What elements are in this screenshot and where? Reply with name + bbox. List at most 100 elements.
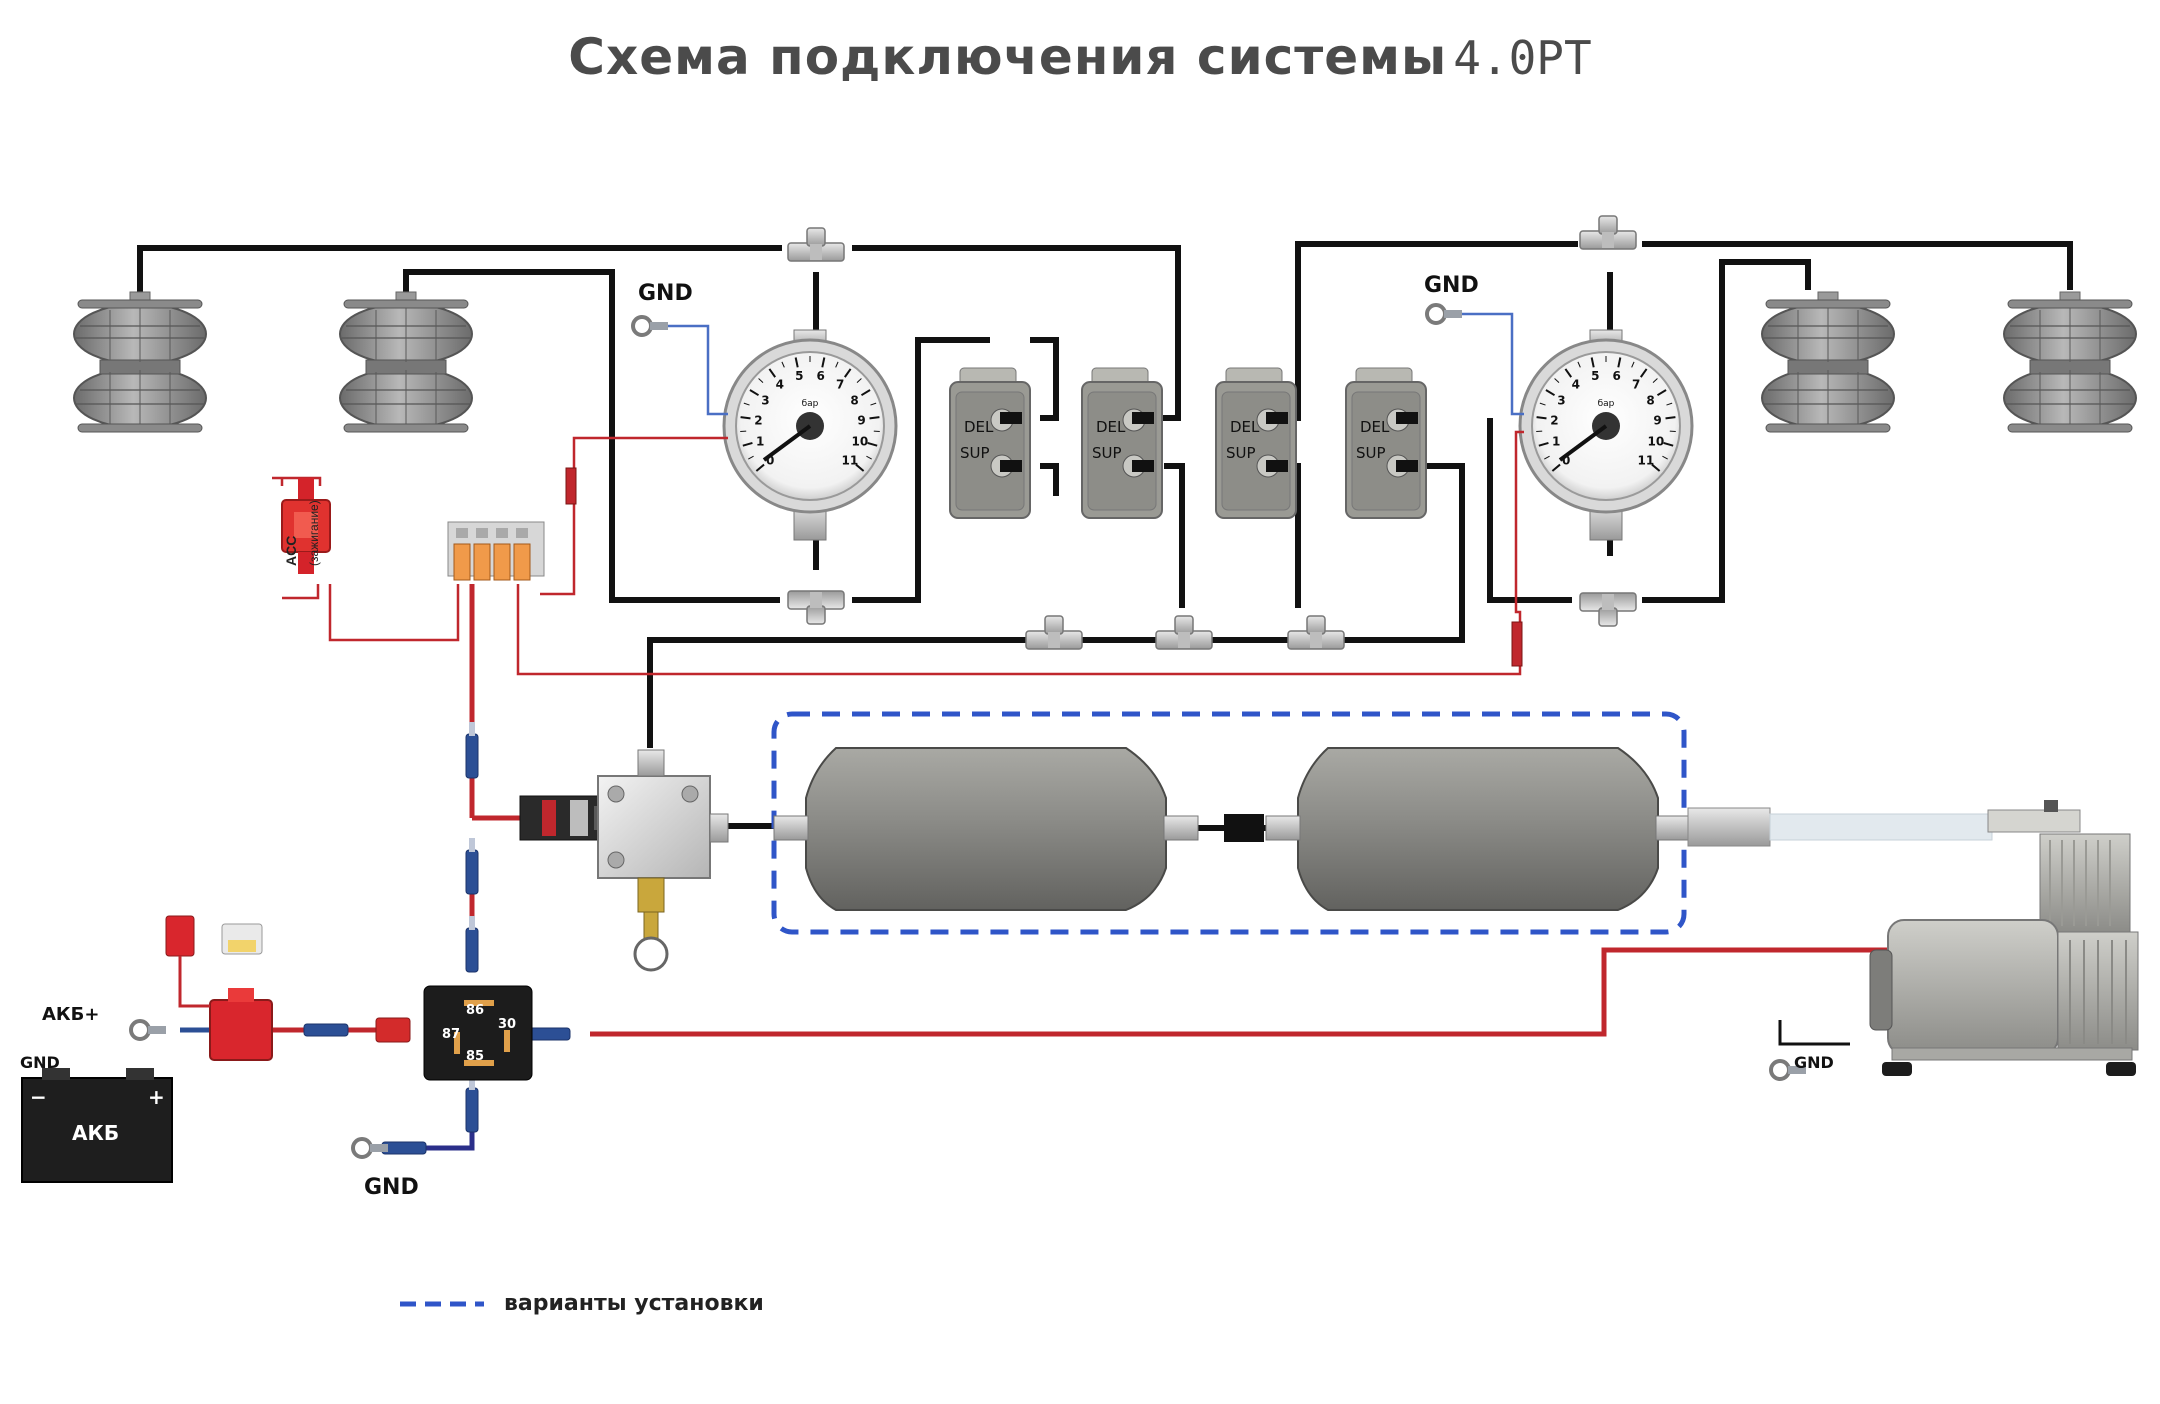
gauge-numeral: 10 — [852, 435, 869, 449]
acc-wire — [272, 476, 460, 642]
gauge-left-light-wire — [540, 436, 728, 596]
gauge-numeral: 0 — [766, 453, 774, 467]
relay-to-compressor-wire — [590, 947, 1888, 1037]
gauge-unit: бар — [802, 399, 819, 409]
tee-fitting — [1025, 615, 1083, 650]
compressor-ground-wire — [1778, 1020, 1850, 1046]
air-line-right-inner — [1642, 259, 1811, 603]
manifold-block — [597, 749, 729, 972]
gnd-label-compressor: GND — [1794, 1053, 1834, 1072]
battery — [21, 1068, 173, 1183]
air-bag-rear-left — [339, 291, 473, 433]
gauge-tick — [869, 416, 880, 420]
gnd-label-battery: GND — [20, 1053, 60, 1072]
battery-label: АКБ — [72, 1121, 119, 1145]
relay-pin-30: 30 — [498, 1017, 516, 1032]
gauge-numeral: 0 — [1562, 453, 1570, 467]
compressor — [1869, 800, 2139, 1076]
gauge-numeral: 7 — [836, 378, 844, 392]
red-connector — [375, 1017, 411, 1043]
gauge-numeral: 11 — [841, 453, 858, 467]
gauge-numeral: 8 — [850, 393, 858, 407]
battery-plus-label: АКБ+ — [42, 1004, 99, 1025]
air-line-valve1-bottom — [1040, 463, 1059, 496]
inline-fuse-right — [1511, 621, 1523, 667]
air-line-valve1-top — [1030, 337, 1059, 421]
battery-minus-sign: − — [30, 1085, 47, 1109]
gauge-numeral: 1 — [756, 435, 764, 449]
gauge-tick — [1538, 441, 1549, 447]
gauge-tick — [1663, 441, 1674, 447]
gauge-numeral: 7 — [1632, 378, 1640, 392]
relay-pin-85: 85 — [466, 1049, 484, 1064]
tee-fitting — [787, 590, 845, 625]
gauge-numeral: 2 — [754, 413, 762, 427]
blue-connector — [303, 1023, 349, 1037]
gnd-label-relay: GND — [364, 1175, 419, 1200]
gauge-tick — [843, 368, 852, 378]
gauge-tick — [855, 463, 865, 472]
acc-fuse-holder — [281, 478, 331, 574]
gauge-tick — [1536, 416, 1547, 420]
gauge-tick — [758, 378, 764, 383]
compressor-hose — [1769, 813, 1993, 841]
gauge-tick — [1564, 368, 1573, 378]
acc-label: ACC — [283, 536, 299, 566]
air-line-supply-manifold — [647, 463, 1465, 748]
acc-sub-label: (зажигание) — [307, 500, 321, 566]
valve-del-label: DEL — [1096, 418, 1126, 436]
gnd-label-left: GND — [638, 281, 693, 306]
tee-fitting — [787, 227, 845, 262]
air-bag-rear-right — [1761, 291, 1895, 433]
terminal-block — [447, 521, 545, 581]
gauge-numeral: 8 — [1646, 393, 1654, 407]
relay-ground-wire — [420, 1078, 475, 1151]
gauge-tick — [755, 463, 765, 472]
gauge-numeral: 9 — [1653, 413, 1661, 427]
gauge-tick — [794, 357, 799, 368]
blue-connector — [381, 1141, 427, 1155]
diagram-title: Схема подключения системы — [568, 28, 1448, 86]
tee-fitting — [1287, 615, 1345, 650]
gauge-tick — [856, 378, 862, 383]
tee-fitting — [1579, 215, 1637, 250]
blue-connector — [465, 1075, 479, 1133]
ring-terminal-gnd-relay — [351, 1137, 390, 1159]
blue-connector — [465, 915, 479, 973]
gauge-right-ground-wire — [1460, 312, 1524, 416]
relay — [423, 985, 533, 1081]
air-line-left-outer — [137, 245, 782, 296]
gauge-tick — [743, 402, 750, 406]
gauge-tick — [768, 368, 777, 378]
tee-fitting — [1155, 615, 1213, 650]
gauge-tick — [749, 389, 760, 397]
gauge-tick — [1544, 455, 1550, 460]
gauge-tick — [1651, 463, 1661, 472]
relay-pin-86: 86 — [466, 1003, 484, 1018]
gauge-numeral: 5 — [1591, 369, 1599, 383]
gauge-tick — [1631, 361, 1635, 368]
air-line-right-outer — [1642, 241, 2073, 290]
gauge-tick — [1662, 455, 1668, 460]
gauge-tick — [860, 389, 871, 397]
gauge-tick — [1656, 389, 1667, 397]
compressor-hose-fitting — [1687, 807, 1771, 847]
air-line-gauge-bottom-valve1 — [852, 337, 990, 603]
gauge-tick — [1652, 378, 1658, 383]
tee-fitting — [1579, 592, 1637, 627]
acc-loop-wire — [280, 478, 320, 600]
gauge-unit: бар — [1598, 399, 1615, 409]
gauge-tick — [866, 455, 872, 460]
valve-del-label: DEL — [1230, 418, 1260, 436]
gauge-tick — [1617, 357, 1622, 368]
air-tank-2 — [1265, 747, 1691, 911]
tank-link-coupler — [1224, 814, 1264, 842]
gauge-tick — [1545, 389, 1556, 397]
legend-label: варианты установки — [504, 1291, 764, 1316]
